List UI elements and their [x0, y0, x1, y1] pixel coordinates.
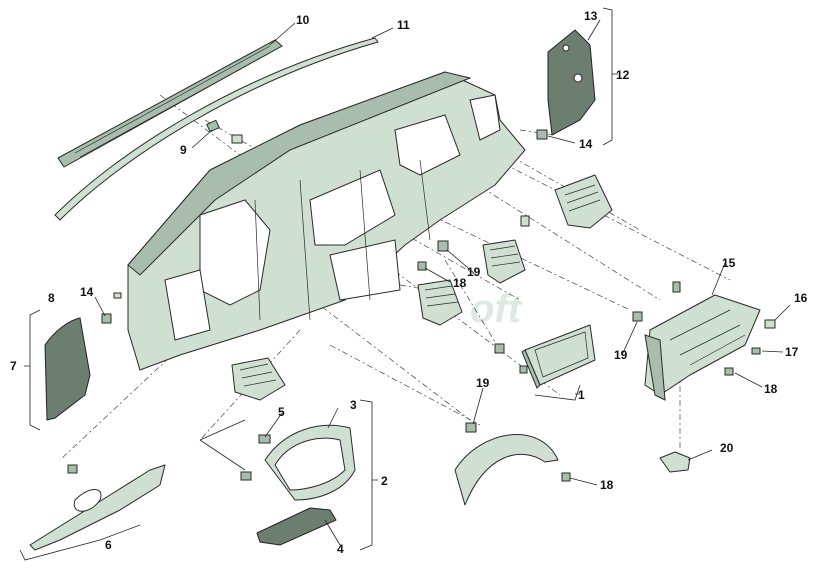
- clip-5-lower: [240, 471, 252, 481]
- callout-7: 7: [10, 359, 17, 373]
- callout-18-right: 18: [764, 382, 778, 396]
- callout-20: 20: [720, 441, 734, 455]
- leader-lines: [94, 19, 791, 546]
- screw-clip-9: [206, 119, 243, 144]
- callout-13: 13: [584, 9, 598, 23]
- lower-left-trim-panel: [29, 464, 166, 551]
- instrument-cluster-hood: [264, 424, 356, 501]
- clip-14-right: [536, 129, 548, 140]
- callout-14-right: 14: [579, 137, 593, 151]
- left-end-cap: [44, 317, 91, 421]
- end-cap-clip-hole: [562, 44, 570, 52]
- callout-5: 5: [278, 405, 285, 419]
- defroster-grille-slots: [74, 45, 276, 158]
- clip-19-right: [632, 311, 643, 322]
- center-air-vent-right: [482, 239, 526, 284]
- callout-1: 1: [578, 388, 585, 402]
- clip-5: [258, 434, 271, 444]
- left-screw: [113, 292, 122, 299]
- callout-19-center: 19: [467, 265, 481, 279]
- clip-tray: [494, 343, 505, 354]
- storage-tray: [521, 324, 596, 389]
- glove-box-bracket: [672, 281, 681, 293]
- callout-8: 8: [48, 291, 55, 305]
- right-end-cap: [547, 29, 596, 136]
- callout-6: 6: [105, 538, 112, 552]
- screw-18-right: [724, 367, 734, 376]
- lower-trim-plate: [256, 507, 337, 546]
- clip-16: [764, 319, 776, 329]
- callout-2: 2: [381, 474, 388, 488]
- group-brackets: [19, 7, 618, 561]
- instrument-panel-carrier: [127, 71, 526, 371]
- callout-9: 9: [180, 143, 187, 157]
- clip-6: [67, 464, 78, 474]
- right-side-air-vent: [554, 174, 613, 229]
- callout-18-lower: 18: [600, 478, 614, 492]
- left-air-vent: [231, 357, 286, 401]
- callout-4: 4: [337, 542, 344, 556]
- center-air-vent-left: [417, 279, 463, 326]
- end-cap-fastener-hole: [573, 73, 583, 83]
- callout-10: 10: [296, 13, 310, 27]
- windshield-seal-strip: [54, 37, 379, 221]
- callout-16: 16: [794, 291, 808, 305]
- callout-15: 15: [722, 256, 736, 270]
- glove-box: [644, 294, 761, 401]
- callout-17: 17: [785, 345, 799, 359]
- screw-17: [751, 347, 761, 355]
- callout-11: 11: [397, 18, 410, 32]
- screw-18-lower: [561, 472, 571, 482]
- callout-18-center: 18: [453, 276, 467, 290]
- callout-3: 3: [350, 398, 357, 412]
- callout-19-lower: 19: [476, 376, 490, 390]
- defroster-grille-strip: [57, 39, 283, 168]
- glove-box-latch: [659, 451, 691, 473]
- watermark-text: oft: [470, 287, 523, 331]
- clip-19-center: [437, 240, 449, 252]
- callout-19-right: 19: [614, 348, 628, 362]
- vent-clip: [520, 215, 530, 227]
- clip-19-lower: [465, 422, 477, 433]
- callout-12: 12: [616, 68, 630, 82]
- steering-column-lower-cover: [454, 434, 559, 506]
- callout-numbers: 1 2 3 4 5 6 7 8 9 10 11 12 13 14 14 15 1…: [10, 9, 808, 556]
- clip-14-left: [101, 313, 112, 324]
- screw-18-center: [417, 261, 427, 271]
- clip-tray-lower: [519, 365, 528, 374]
- callout-14-left: 14: [80, 285, 94, 299]
